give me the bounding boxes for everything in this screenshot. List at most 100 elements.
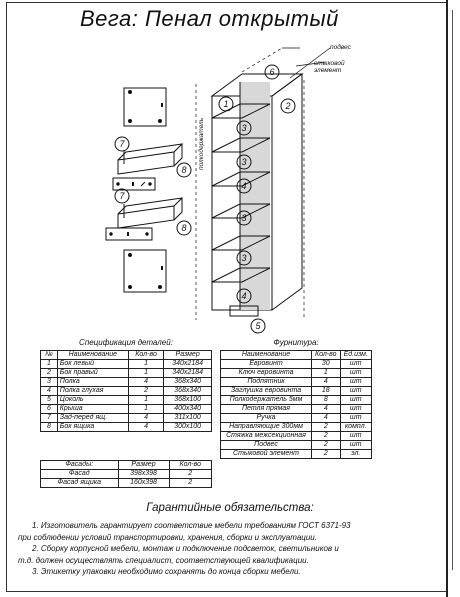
furniture-cell: 1 [311,368,341,378]
callout-6-top: 6 [269,67,274,77]
spec-header-row: № Наименование Кол-во Размер [40,350,212,360]
callout-7-a: 7 [119,139,125,149]
label-polkoderzhatel: полкодержатель [198,117,205,170]
callout-3-a: 3 [241,123,246,133]
callout-3-b: 3 [241,157,246,167]
callout-circles [114,47,331,334]
spec-cell: 1 [127,359,165,369]
furniture-cell: Подвес [219,440,313,450]
furniture-cell: компл. [339,422,373,432]
spec-cell: Бок правый [56,368,129,378]
callout-8-b: 8 [181,223,186,233]
cabinet-body [195,47,305,320]
facades-cell: 2 [168,469,212,479]
furniture-cell: шт [339,404,373,414]
spec-cell: 8 [40,422,58,432]
furniture-cell: шт [339,395,373,405]
spec-cell: 5 [40,395,58,405]
spec-cell: Бок ящика [56,422,129,432]
spec-cell: 340x2184 [163,368,212,378]
spec-title: Спецификация деталей: [79,338,173,347]
spec-cell: 1 [127,395,165,405]
furniture-header-row: Наименование Кол-во Ед.изм. [219,350,373,360]
furniture-cell: шт [339,431,373,441]
facade-door-sketch-top [123,87,167,127]
callout-3-d: 3 [241,253,246,263]
furniture-col-qty: Кол-во [311,350,341,360]
furniture-cell: Подпятник [219,377,313,387]
furniture-col-unit: Ед.изм. [339,350,373,360]
spec-cell: 311x100 [163,413,212,423]
furniture-cell: 8 [311,395,341,405]
callout-2: 2 [284,101,290,111]
spec-cell: 2 [127,386,165,396]
drawer-sketch-1 [112,142,183,191]
scan-edge-line [446,0,448,597]
spec-cell: 1 [127,404,165,414]
guarantee-text: 1. Изготовитель гарантирует соответствие… [18,520,428,578]
furniture-cell: шт [339,386,373,396]
callout-4-b: 4 [241,291,246,301]
furniture-cell: Ключ евровинта [219,368,313,378]
spec-cell: Полка [56,377,129,387]
furniture-cell: эл. [339,449,373,459]
furniture-cell: Петля прямая [219,404,313,414]
spec-cell: 2 [40,368,58,378]
spec-cell: Бок левый [56,359,129,369]
spec-cell: 368x340 [163,386,212,396]
spec-cell: 4 [127,422,165,432]
spec-cell: 368x100 [163,395,212,405]
furniture-cell: шт [339,377,373,387]
scan-edge-line-inner [452,10,453,570]
facades-cell: 2 [168,478,212,488]
furniture-cell: Стяжка межсекционная [219,431,313,441]
facades-header-row: Фасады: Размер Кол-во [40,460,212,470]
facades-cell: Фасад ящика [40,478,119,488]
furniture-cell: шт [339,359,373,369]
facades-cell: Фасад [40,469,119,479]
guarantee-p2-line1: 2. Сборку корпусной мебели, монтаж и под… [32,544,339,553]
spec-cell: Зад-перед ящ. [56,413,129,423]
spec-col-size: Размер [163,350,212,360]
facades-cell: 160x398 [117,478,170,488]
callout-1: 1 [223,99,228,109]
spec-cell: 1 [40,359,58,369]
guarantee-p1-line2: при соблюдении условий транспортировки, … [18,532,317,542]
furniture-cell: Направляющие 300мм [219,422,313,432]
callout-5: 5 [255,321,261,331]
furniture-cell: 18 [311,386,341,396]
furniture-cell: 2 [311,431,341,441]
furniture-cell: шт [339,413,373,423]
spec-cell: 368x340 [163,377,212,387]
guarantee-p3: 3. Этикетку упаковки необходимо сохранят… [32,567,301,576]
spec-col-qty: Кол-во [127,350,165,360]
spec-cell: Крыша [56,404,129,414]
spec-cell: 340x2184 [163,359,212,369]
page-title: Вега: Пенал открытый [80,6,339,31]
callout-8-a: 8 [181,165,186,175]
furniture-cell: 4 [311,377,341,387]
spec-cell: 4 [127,413,165,423]
spec-cell: 7 [40,413,58,423]
furniture-cell: 30 [311,359,341,369]
furniture-cell: 2 [311,440,341,450]
spec-cell: 300x100 [163,422,212,432]
facades-cell: 398x398 [117,469,170,479]
label-stykovoy-line1: стыковой [314,60,345,67]
